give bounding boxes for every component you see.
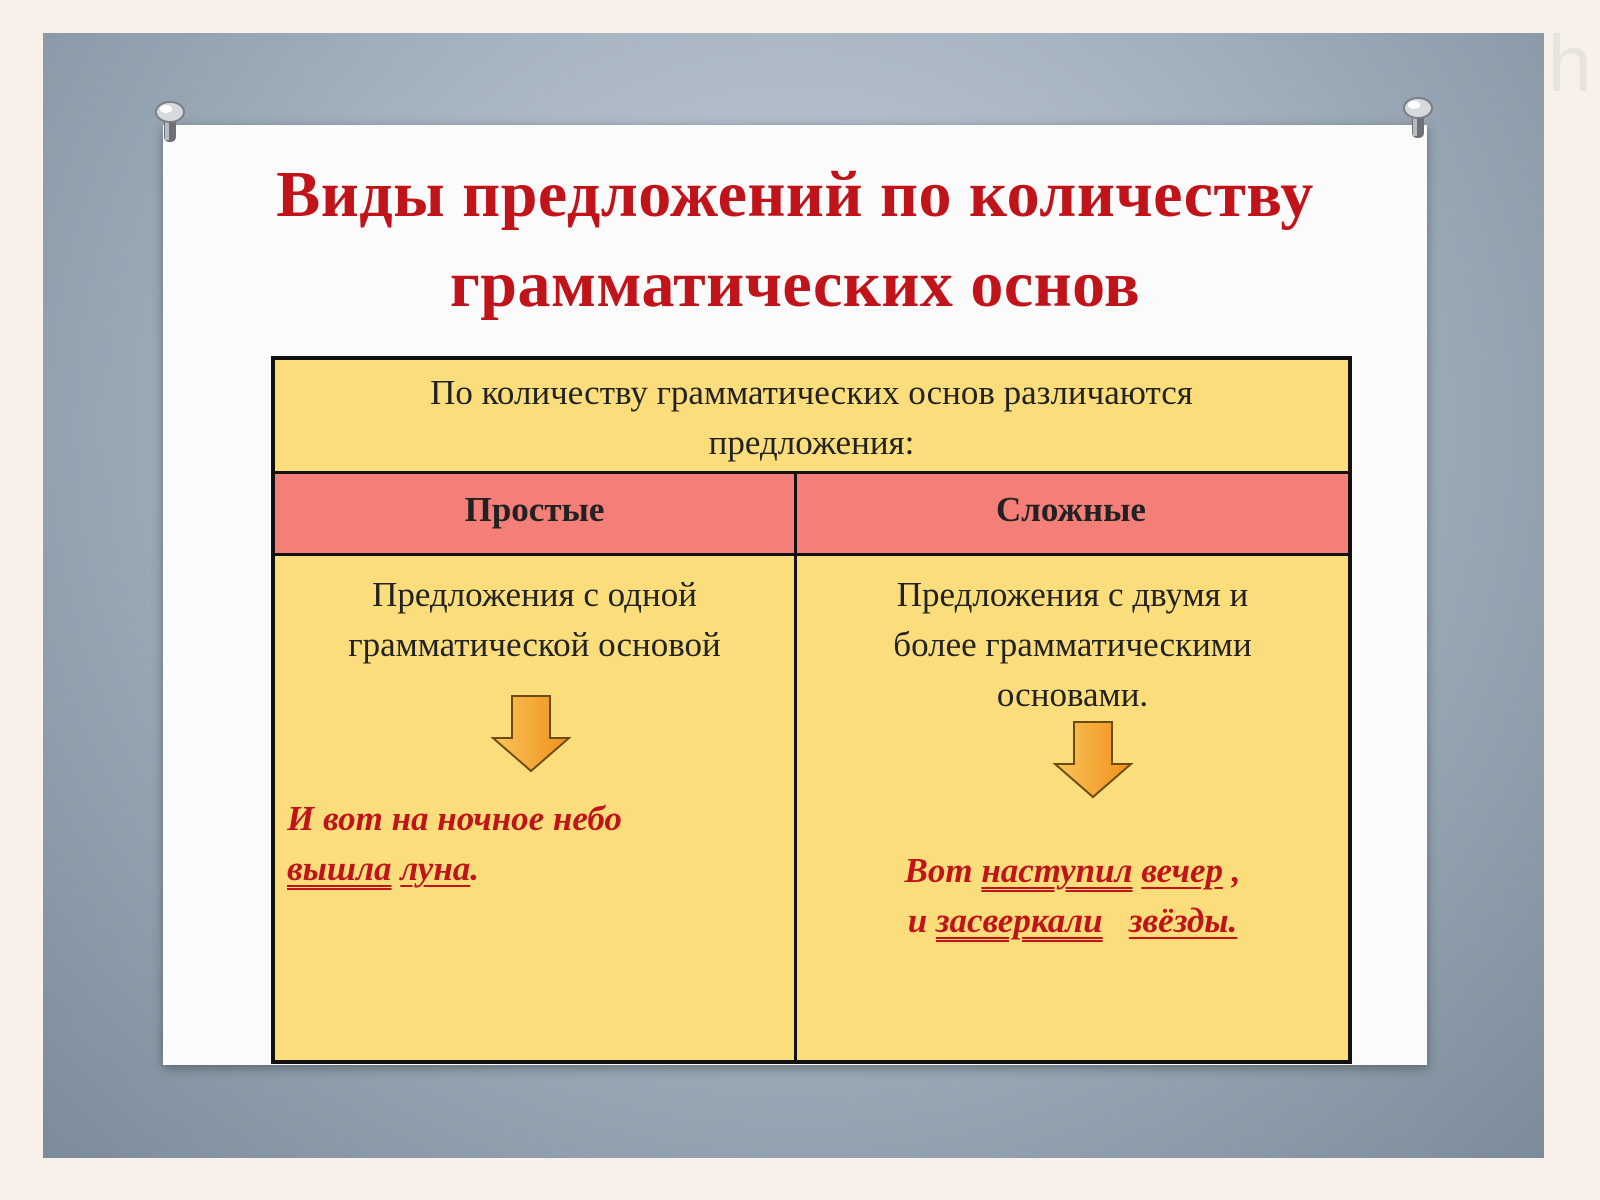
description-simple: Предложения с одной грамматической основ… — [275, 570, 794, 670]
description-line: основами. — [996, 675, 1149, 714]
description-line: грамматической основой — [348, 625, 721, 664]
table-header-row: Простые Сложные — [275, 474, 1348, 556]
example-line-1: Вот наступил вечер , — [797, 846, 1348, 896]
description-line: Предложения с одной — [372, 575, 697, 614]
predicate-word: засверкали — [935, 901, 1103, 940]
subject-word: вечер — [1141, 851, 1224, 890]
down-arrow-icon — [490, 695, 572, 773]
cell-simple: Предложения с одной грамматической основ… — [275, 556, 794, 1060]
description-line: более грамматическими — [893, 625, 1252, 664]
example-text: , — [1223, 851, 1241, 890]
table-intro: По количеству грамматических основ разли… — [275, 360, 1348, 474]
cell-complex: Предложения с двумя и более грамматическ… — [797, 556, 1348, 1060]
example-line-2: и засверкали звёзды. — [797, 896, 1348, 946]
example-line-2: вышла луна. — [287, 844, 622, 894]
sentence-end: . — [470, 849, 480, 888]
page-title: Виды предложений по количеству грамматич… — [163, 150, 1427, 330]
header-complex: Сложные — [996, 490, 1146, 529]
intro-line-1: По количеству грамматических основ разли… — [430, 373, 1193, 412]
header-simple: Простые — [464, 490, 605, 529]
watermark: h — [1547, 19, 1593, 108]
example-text: Вот — [904, 851, 982, 890]
predicate-word: наступил — [981, 851, 1133, 890]
pin-icon — [1403, 97, 1433, 138]
example-simple: И вот на ночное небо вышла луна. — [287, 794, 622, 894]
description-line: Предложения с двумя и — [896, 575, 1249, 614]
down-arrow-icon — [1052, 721, 1134, 799]
subject-word: луна — [400, 849, 471, 888]
description-complex: Предложения с двумя и более грамматическ… — [797, 570, 1348, 720]
column-divider — [794, 474, 797, 1060]
example-complex: Вот наступил вечер , и засверкали звёзды… — [797, 846, 1348, 946]
title-line-1: Виды предложений по количеству — [276, 158, 1314, 231]
subject-word: звёзды. — [1128, 901, 1238, 940]
example-line-1: И вот на ночное небо — [287, 799, 622, 838]
sentence-types-table: По количеству грамматических основ разли… — [271, 356, 1352, 1064]
intro-line-2: предложения: — [708, 423, 915, 462]
pin-icon — [155, 101, 185, 142]
predicate-word: вышла — [287, 849, 392, 888]
title-line-2: грамматических основ — [449, 248, 1141, 321]
example-text: и — [907, 901, 936, 940]
